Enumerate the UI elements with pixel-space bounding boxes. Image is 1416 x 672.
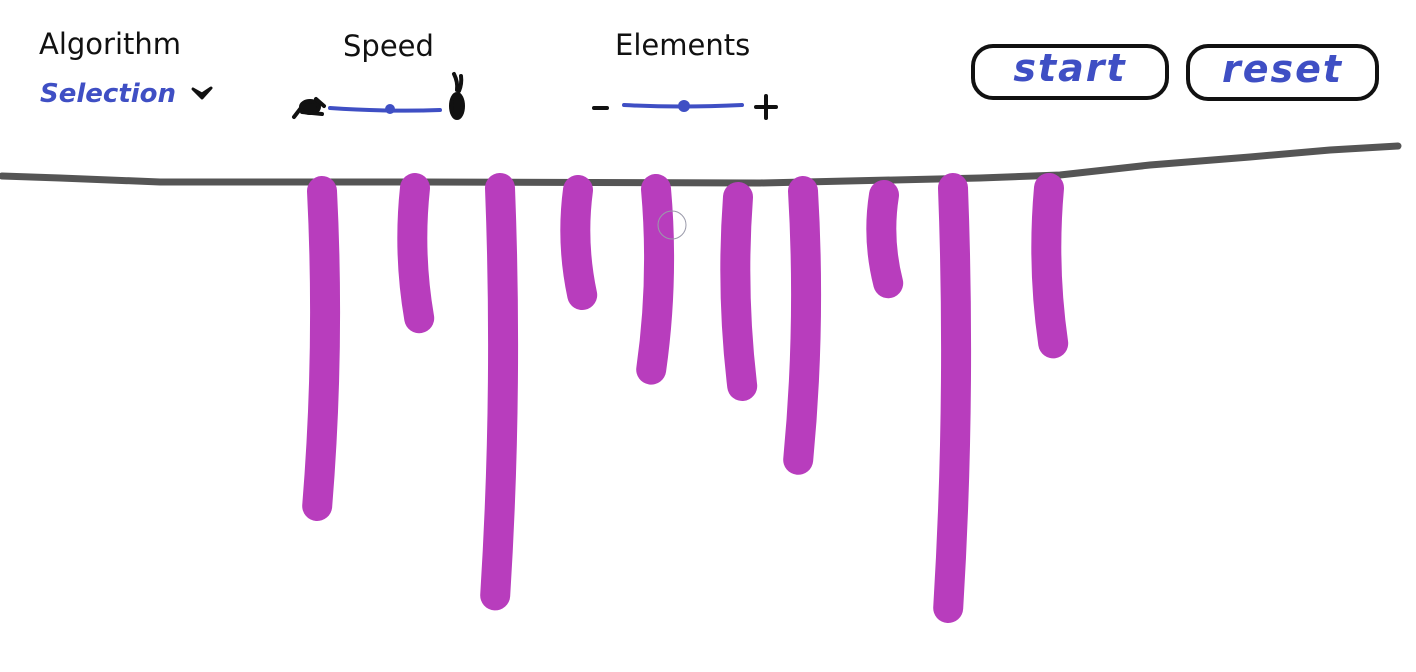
start-button-label: start: [1013, 46, 1127, 90]
reset-button[interactable]: reset: [1186, 44, 1379, 101]
array-bar: [1031, 173, 1069, 359]
reset-button-label: reset: [1221, 46, 1344, 91]
array-bar: [302, 176, 341, 521]
algorithm-selected-value: Selection: [40, 79, 177, 109]
cursor-indicator: [657, 210, 687, 240]
bars-group: [302, 173, 1069, 623]
array-bar: [636, 174, 675, 385]
baseline: [0, 142, 1402, 187]
array-bar: [783, 176, 822, 475]
chevron-down-icon: [191, 86, 213, 100]
algorithm-dropdown[interactable]: Selection: [36, 76, 220, 118]
array-bar: [933, 173, 972, 623]
array-bar: [720, 182, 758, 401]
start-button[interactable]: start: [971, 44, 1169, 100]
speed-label: Speed: [343, 29, 434, 63]
array-bar: [560, 175, 598, 310]
array-bar: [480, 173, 519, 611]
elements-label: Elements: [615, 28, 751, 62]
array-bar: [397, 173, 435, 334]
array-bar: [866, 180, 904, 299]
algorithm-label: Algorithm: [39, 27, 182, 61]
